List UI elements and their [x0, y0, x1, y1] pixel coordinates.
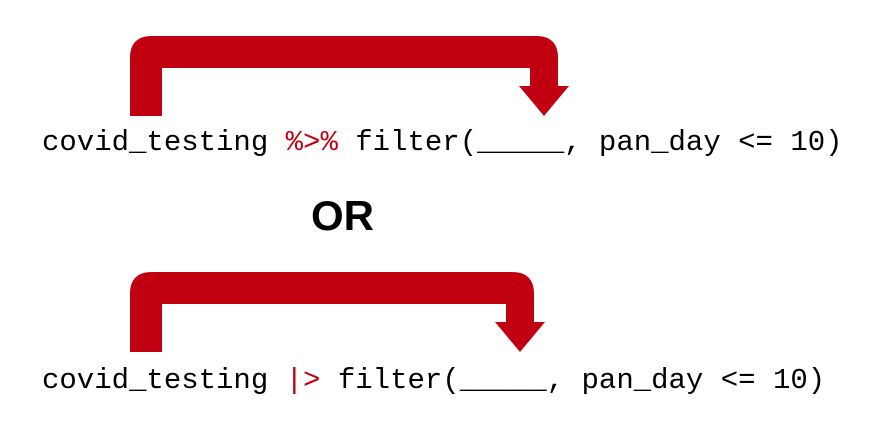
top-pipe-arrow-icon: [130, 36, 569, 116]
filter-call: filter(_____, pan_day <= 10): [337, 364, 826, 397]
bottom-pipe-arrow-icon: [130, 272, 545, 352]
native-pipe-example: covid_testing |> filter(_____, pan_day <…: [42, 363, 825, 399]
or-label: OR: [311, 192, 374, 239]
magrittr-pipe-example: covid_testing %>% filter(_____, pan_day …: [42, 125, 843, 161]
data-frame-name: covid_testing: [42, 126, 269, 159]
native-pipe-operator: |>: [285, 364, 321, 397]
filter-call: filter(_____, pan_day <= 10): [355, 126, 843, 159]
data-frame-name: covid_testing: [42, 364, 269, 397]
magrittr-pipe-operator: %>%: [285, 126, 338, 159]
